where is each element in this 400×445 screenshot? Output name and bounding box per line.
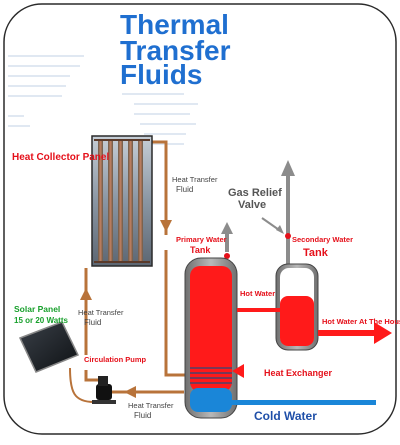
heat-exchanger-arrow: [232, 364, 244, 378]
pipe-arrows: [80, 220, 172, 398]
primary-water-tank: [184, 257, 238, 419]
arrow-left-bottom-pipe: [124, 386, 136, 398]
solar-panel-label: Solar Panel: [14, 304, 60, 314]
solar-wire: [69, 367, 95, 403]
heat-collector-panel-label: Heat Collector Panel: [12, 152, 109, 163]
heat-exchanger-label: Heat Exchanger: [264, 368, 333, 378]
circulation-pump: [92, 376, 116, 404]
primary-relief-valve: [224, 253, 230, 259]
gas-relief-valve-label: Valve: [238, 199, 266, 211]
htf-left-label-2: Fluid: [84, 318, 101, 327]
title-line-3: Fluids: [120, 59, 202, 90]
htf-top-label-2: Fluid: [176, 185, 193, 194]
cold-water-label: Cold Water: [254, 409, 317, 423]
hot-water-pipe: [237, 308, 281, 312]
solar-panel: [18, 321, 80, 373]
gas-relief-arrows: [221, 160, 295, 266]
circulation-pump-label: Circulation Pump: [84, 355, 147, 364]
htf-bottom-label: Heat Transfer: [128, 401, 174, 410]
primary-tank-label-2: Tank: [190, 245, 211, 255]
solar-panel-watts-label: 15 or 20 Watts: [14, 316, 68, 325]
secondary-relief-valve: [285, 233, 291, 239]
title-line-1: Thermal: [120, 9, 229, 40]
cold-water-pipe: [198, 394, 376, 410]
htf-top-label: Heat Transfer: [172, 175, 218, 184]
hot-water-house-arrow: [318, 322, 392, 344]
arrow-down-top-pipe: [160, 220, 172, 232]
gas-relief-label: Gas Relief: [228, 187, 282, 199]
heat-collector-panel: [91, 135, 153, 267]
htf-left-label: Heat Transfer: [78, 308, 124, 317]
secondary-tank-label-2: Tank: [303, 247, 329, 259]
hot-water-label: Hot Water: [240, 289, 275, 298]
primary-tank-label: Primary Water: [176, 235, 227, 244]
faint-background-text: [8, 55, 198, 145]
title-line-2: Transfer: [120, 35, 231, 66]
secondary-tank-label: Secondary Water: [292, 235, 353, 244]
hot-water-house-label: Hot Water At The House: [322, 317, 400, 326]
htf-bottom-label-2: Fluid: [134, 411, 151, 420]
arrow-up-left-pipe: [80, 288, 92, 300]
secondary-water-tank: [275, 263, 319, 351]
